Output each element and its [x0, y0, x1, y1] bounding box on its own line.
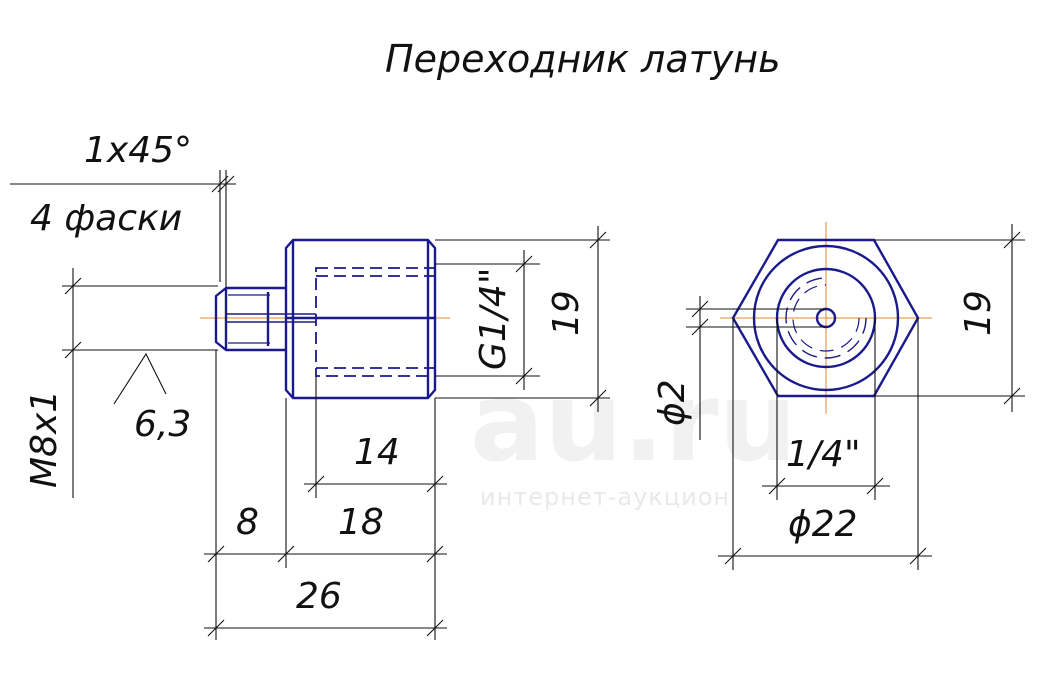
front-height-label: 19 — [958, 290, 999, 336]
length-26-label: 26 — [296, 576, 342, 617]
drawing-title: Переходник латунь — [385, 37, 780, 81]
g14-tick-top — [515, 255, 533, 273]
watermark-subtitle: интернет-аукцион — [480, 483, 730, 511]
dia2-tick-top — [691, 300, 709, 318]
thread-inner-arc — [792, 284, 860, 352]
len8-tick-right — [277, 545, 295, 563]
internal-thread-outline — [315, 267, 436, 377]
len14-tick-left — [307, 475, 325, 493]
chamfer-tick-left — [211, 175, 229, 193]
threaded-spigot — [214, 286, 286, 352]
len8-tick-left — [207, 545, 225, 563]
thread-g14-label: G1/4" — [473, 268, 514, 370]
len26-tick-right — [426, 619, 444, 637]
dia22-tick-right — [909, 547, 927, 565]
length-18-label: 18 — [338, 502, 384, 543]
len14-tick-right — [426, 475, 444, 493]
dia14-tick-right — [866, 477, 884, 495]
roughness-label: 6,3 — [134, 404, 191, 445]
roughness-symbol — [113, 352, 167, 405]
side19-tick-top — [589, 231, 607, 249]
dia-22-label: ϕ22 — [788, 504, 858, 545]
side-view — [214, 238, 437, 400]
len26-tick-left — [207, 619, 225, 637]
len18-tick-right — [426, 545, 444, 563]
front19-tick-bottom — [1003, 387, 1021, 405]
length-8-label: 8 — [236, 502, 259, 543]
dia-2-label: ϕ2 — [652, 379, 693, 426]
side19-tick-bottom — [589, 389, 607, 407]
side-height-label: 19 — [546, 290, 587, 336]
watermark-brand: au.ru — [470, 358, 797, 486]
dia-14-label: 1/4" — [786, 434, 861, 475]
dimension-labels: 1x45° 4 фаски 6,3 M8x1 G1/4" 19 14 8 18 … — [24, 130, 999, 617]
m8-tick-top — [64, 277, 82, 295]
dia2-tick-bottom — [691, 318, 709, 336]
dia14-tick-left — [768, 477, 786, 495]
g14-tick-bottom — [515, 367, 533, 385]
dia22-tick-left — [724, 547, 742, 565]
chamfer-tick-right — [217, 175, 235, 193]
thread-m8-label: M8x1 — [24, 390, 65, 488]
chamfer-label: 1x45° — [84, 130, 192, 171]
internal-thread-hidden — [315, 267, 436, 377]
length-14-label: 14 — [354, 432, 400, 473]
dimension-lines — [10, 170, 1025, 640]
watermark: au.ru интернет-аукцион — [470, 358, 797, 511]
front19-tick-top — [1003, 231, 1021, 249]
thread-root-arc — [785, 277, 867, 359]
chamfer-circle — [752, 244, 900, 392]
m8-tick-bottom — [64, 341, 82, 359]
chamfer-count-label: 4 фаски — [30, 198, 182, 239]
